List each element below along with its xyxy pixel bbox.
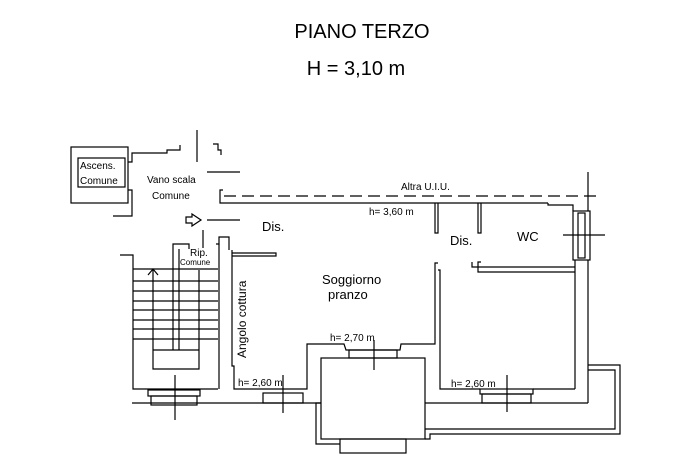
hall-height: h= 3,60 m [369,207,414,218]
wall [438,269,480,390]
balcony-railing [425,369,616,430]
wall [547,203,574,211]
stairwell-label: Vano scala [147,175,196,186]
kitchen-window-height: h= 2,60 m [238,378,283,389]
wall [477,261,575,273]
storage-label: Rip. [190,248,208,259]
wall [477,203,482,234]
elevator-shaft [70,146,129,204]
living-window-height: h= 2,70 m [330,333,375,344]
elevator-label-2: Comune [80,176,118,187]
balcony-railing [425,364,621,440]
hall-right-label: Dis. [450,233,472,248]
staircase [133,268,218,370]
wall [213,143,222,155]
labels: Ascens. Comune Vano scala Comune Altra U… [80,161,539,390]
wall [172,243,190,350]
elevator-label: Ascens. [80,161,116,172]
wall [128,145,181,163]
hall-left-label: Dis. [262,219,284,234]
wall [219,189,223,204]
ceiling-height: H = 3,10 m [307,58,405,80]
wall [216,236,230,250]
living-label-2: pranzo [328,287,368,302]
kitchen-label: Angolo cottura [235,280,249,358]
entrance-arrow-icon [185,212,203,228]
storage-label-2: Comune [180,258,211,267]
stair-window [147,389,201,397]
elevator-cabin [77,157,126,188]
living-window [348,349,398,359]
stairwell-label-2: Comune [152,191,190,202]
wall [113,189,133,217]
wall [434,203,439,234]
balcony-railing [315,402,340,445]
plan-title: PIANO TERZO [294,21,429,43]
wall [471,262,575,268]
balcony [320,357,426,440]
wc-label: WC [517,229,539,244]
wall [231,250,263,390]
living-label: Soggiorno [322,272,381,287]
wall [232,252,277,257]
stair-window-sill [150,395,198,406]
walls [70,130,621,454]
balcony-window [339,438,407,454]
bedroom-window-height: h= 2,60 m [451,379,496,390]
stair-arrow-icon [147,268,159,276]
other-unit-label: Altra U.I.U. [401,182,450,193]
